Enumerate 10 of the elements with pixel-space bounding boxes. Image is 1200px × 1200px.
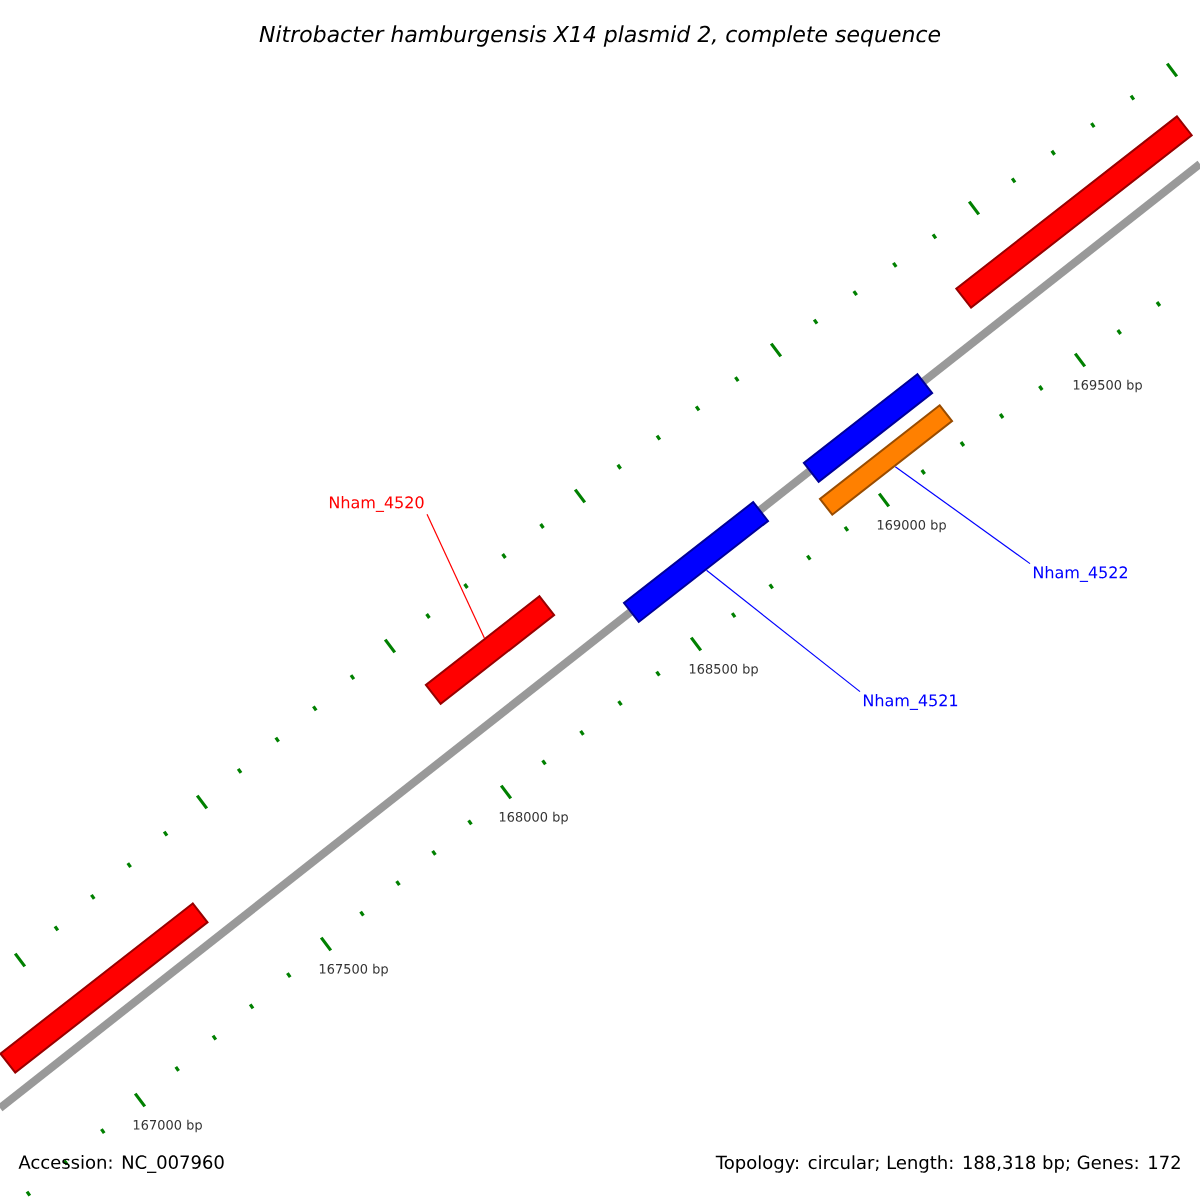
leader-line (894, 466, 1031, 565)
gene-label: Nham_4521 (864, 694, 958, 710)
title: Nitrobacter hamburgensis X14 plasmid 2, complete sequence (259, 25, 941, 47)
leader-line (426, 513, 485, 639)
gene-bar (0, 902, 209, 1074)
gene-label: Nham_4522 (1034, 566, 1127, 582)
leader-line (705, 569, 861, 693)
summary-text: Topology: circular; Length: 188,318 bp; Genes: 172 (715, 1155, 1180, 1173)
gene-label: Nham_4520 (329, 496, 424, 512)
accession-text: Accession: NC_007960 (18, 1155, 224, 1173)
